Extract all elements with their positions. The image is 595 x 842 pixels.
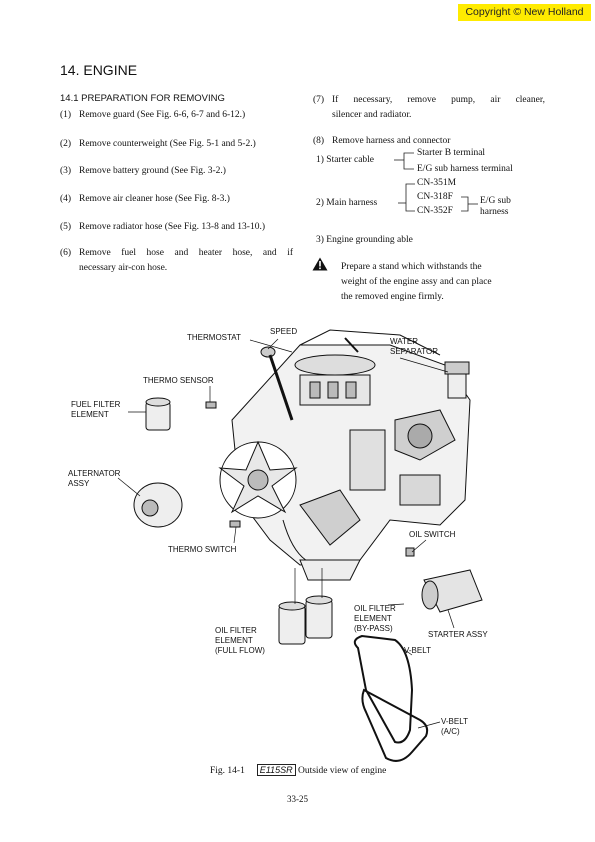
- label-line: OIL FILTER: [354, 604, 396, 613]
- label-thermo-switch: THERMO SWITCH: [168, 545, 237, 554]
- step-text: Remove radiator hose (See Fig. 13-8 and …: [79, 222, 265, 232]
- eg-sub-line: E/G sub: [480, 196, 511, 206]
- step-text: silencer and radiator.: [332, 110, 412, 120]
- step-text: Remove guard (See Fig. 6-6, 6-7 and 6-12…: [79, 110, 246, 120]
- label-line: SEPARATOR: [390, 347, 439, 356]
- page-number: 33-25: [287, 794, 308, 804]
- step-6: (6) Remove fuel hose and heater hose, an…: [60, 246, 295, 276]
- subsection-title: 14.1 PREPARATION FOR REMOVING: [60, 93, 225, 104]
- label-vbelt-ac: V-BELT (A/C): [441, 717, 468, 737]
- label-line: WATER: [390, 337, 418, 346]
- caption-suffix: Outside view of engine: [297, 766, 387, 776]
- label-thermostat: THERMOSTAT: [187, 333, 241, 342]
- label-line: V-BELT: [441, 717, 468, 726]
- label-thermo-sensor: THERMO SENSOR: [143, 376, 214, 385]
- step-number: (2): [60, 139, 72, 149]
- starter-item: E/G sub harness terminal: [417, 164, 513, 174]
- label-line: FUEL FILTER: [71, 400, 121, 409]
- step-5: (5) Remove radiator hose (See Fig. 13-8 …: [60, 220, 295, 235]
- step-text: Remove fuel hose and heater hose, and if: [79, 248, 293, 258]
- starter-item: Starter B terminal: [417, 148, 486, 158]
- label-line: ELEMENT: [354, 614, 392, 623]
- copyright-banner: Copyright © New Holland: [458, 4, 591, 21]
- step-text: Remove battery ground (See Fig. 3-2.): [79, 166, 226, 176]
- step-8: (8) Remove harness and connector: [313, 134, 548, 149]
- eg-sub-harness-label: E/G sub harness: [480, 196, 511, 218]
- grounding-item: 3) Engine grounding able: [316, 235, 413, 245]
- label-line: ELEMENT: [71, 410, 109, 419]
- step-number: (5): [60, 222, 72, 232]
- label-fuel-filter: FUEL FILTER ELEMENT: [71, 400, 120, 420]
- label-oil-filter-full-flow: OIL FILTER ELEMENT (FULL FLOW): [215, 626, 265, 656]
- warning-line: Prepare a stand which withstands the: [341, 262, 482, 272]
- step-1: (1) Remove guard (See Fig. 6-6, 6-7 and …: [60, 108, 295, 123]
- figure-caption: Fig. 14-1 E115SR Outside view of engine: [210, 764, 387, 776]
- step-7: (7) If necessary, remove pump, air clean…: [313, 93, 548, 123]
- step-number: (4): [60, 194, 72, 204]
- step-text: If necessary, remove pump, air cleaner,: [332, 95, 545, 105]
- section-title: 14. ENGINE: [60, 62, 138, 78]
- label-oil-switch: OIL SWITCH: [409, 530, 456, 539]
- label-line: (BY-PASS): [354, 624, 393, 633]
- warning-line: weight of the engine assy and can place: [341, 277, 492, 287]
- eg-sub-line: harness: [480, 207, 509, 217]
- caption-prefix: Fig. 14-1: [210, 766, 245, 776]
- label-line: OIL FILTER: [215, 626, 257, 635]
- step-3: (3) Remove battery ground (See Fig. 3-2.…: [60, 164, 295, 179]
- main-harness-item: CN-352F: [417, 206, 453, 216]
- step-number: (7): [313, 95, 325, 105]
- step-number: (1): [60, 110, 72, 120]
- label-starter-assy: STARTER ASSY: [428, 630, 488, 639]
- label-line: ALTERNATOR: [68, 469, 121, 478]
- step-number: (3): [60, 166, 72, 176]
- label-speed: SPEED: [270, 327, 298, 336]
- warning-text: Prepare a stand which withstands the wei…: [341, 260, 492, 305]
- step-number: (6): [60, 248, 72, 258]
- label-line: ASSY: [68, 479, 90, 488]
- step-4: (4) Remove air cleaner hose (See Fig. 8-…: [60, 192, 295, 207]
- step-number: (8): [313, 136, 325, 146]
- label-line: ELEMENT: [215, 636, 253, 645]
- label-vbelt: V-BELT: [404, 646, 431, 655]
- step-2: (2) Remove counterweight (See Fig. 5-1 a…: [60, 137, 295, 152]
- step-text: Remove counterweight (See Fig. 5-1 and 5…: [79, 139, 256, 149]
- main-harness-item: CN-318F: [417, 192, 453, 202]
- step-text: Remove air cleaner hose (See Fig. 8-3.): [79, 194, 230, 204]
- warning-icon: [312, 257, 328, 271]
- label-line: (A/C): [441, 727, 460, 736]
- main-harness-item: CN-351M: [417, 178, 457, 188]
- label-water-separator: WATER SEPARATOR: [390, 337, 438, 357]
- starter-cable-label: 1) Starter cable: [316, 155, 375, 165]
- step-text: necessary air-con hose.: [79, 263, 168, 273]
- label-alternator: ALTERNATOR ASSY: [68, 469, 120, 489]
- warning-line: the removed engine firmly.: [341, 292, 444, 302]
- label-line: (FULL FLOW): [215, 646, 265, 655]
- label-oil-filter-bypass: OIL FILTER ELEMENT (BY-PASS): [354, 604, 396, 634]
- caption-model-box: E115SR: [256, 764, 296, 776]
- main-harness-label: 2) Main harness: [316, 198, 378, 208]
- step-text: Remove harness and connector: [332, 136, 451, 146]
